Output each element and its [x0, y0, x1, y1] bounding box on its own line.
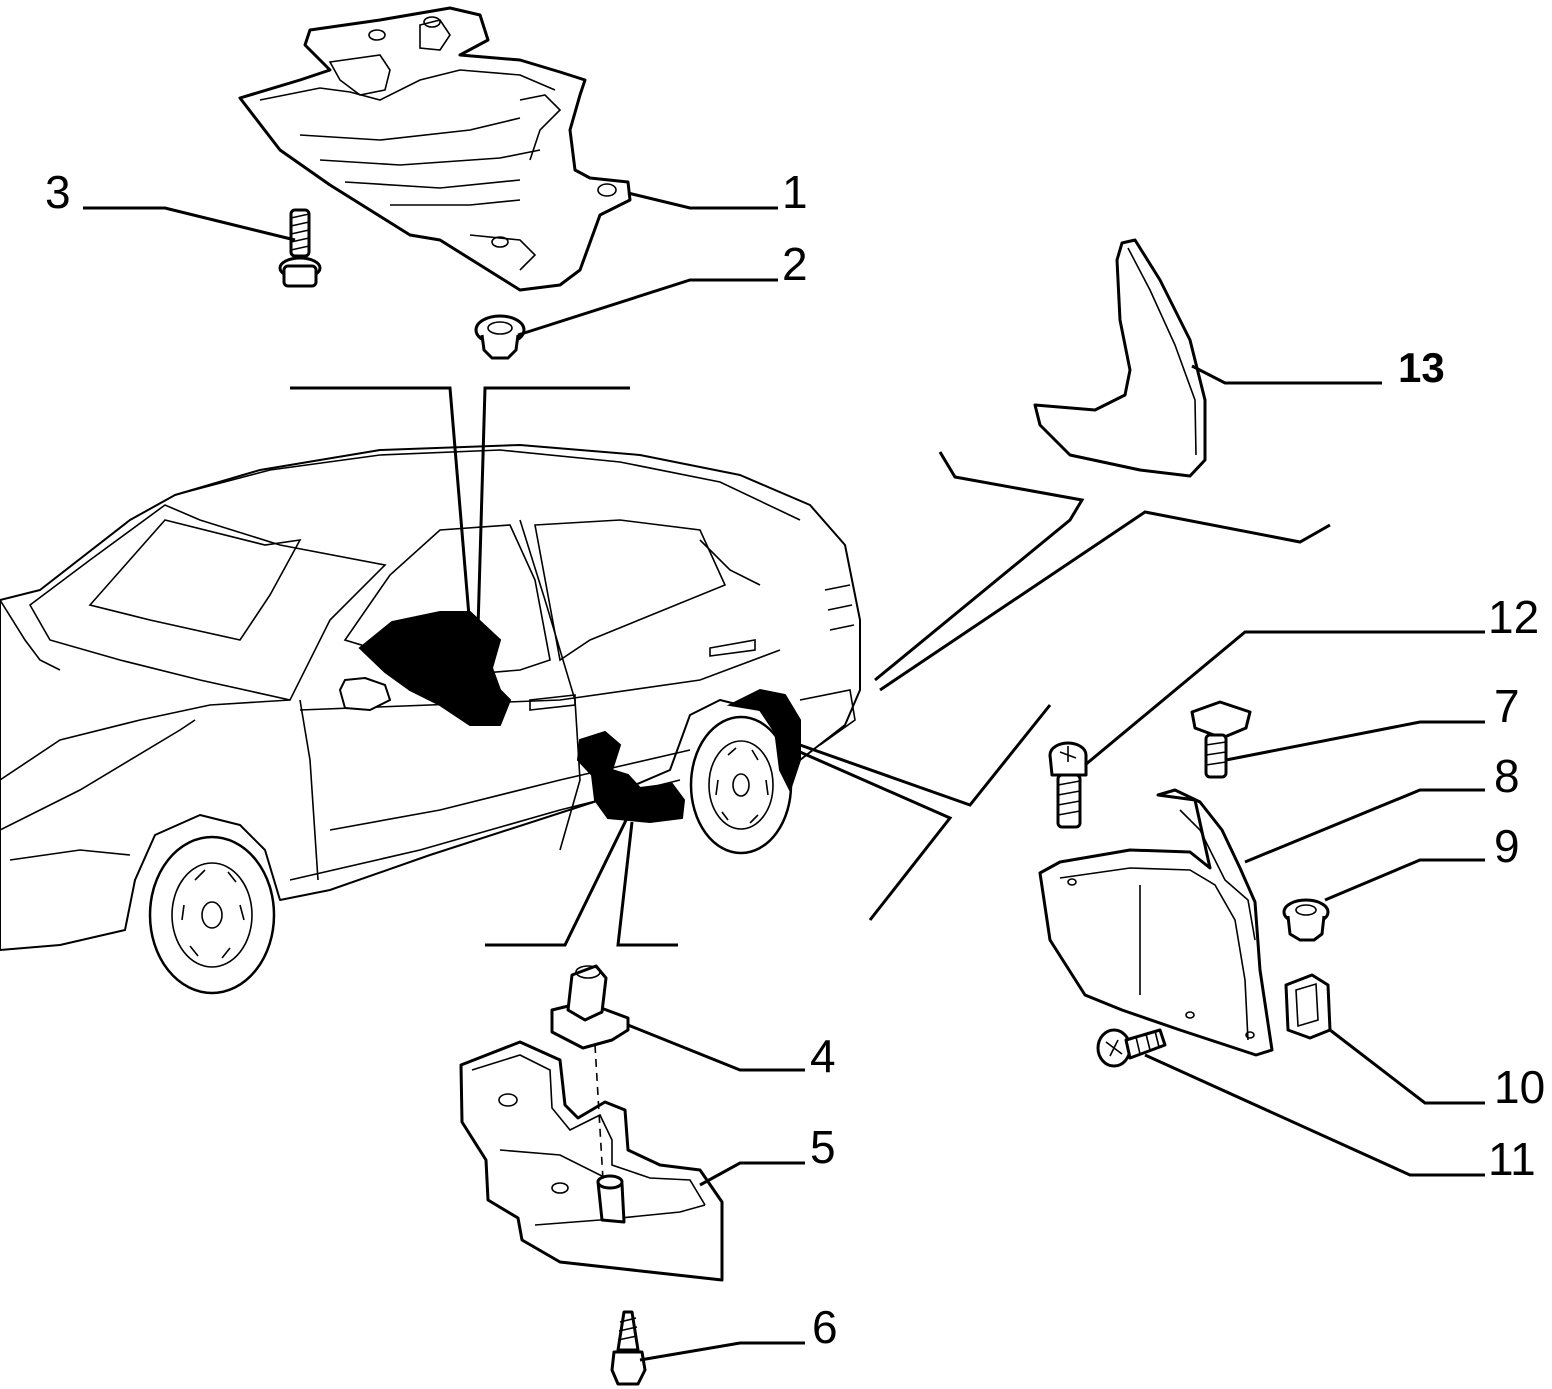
part-5-lower-shield	[459, 1040, 724, 1282]
callout-13: 13	[1398, 344, 1445, 391]
leader-lines	[83, 191, 1485, 1362]
callout-2: 2	[782, 238, 808, 290]
part-3-screw	[278, 208, 322, 288]
part-11-screw	[1096, 1028, 1167, 1068]
callout-10: 10	[1494, 1061, 1545, 1113]
callout-12: 12	[1488, 591, 1539, 643]
part-9-nut	[1282, 898, 1330, 942]
part-1-engine-splash-shield	[238, 6, 632, 292]
callout-1: 1	[782, 166, 808, 218]
callout-8: 8	[1494, 750, 1520, 802]
part-10-speed-clip	[1284, 973, 1332, 1040]
callout-9: 9	[1494, 820, 1520, 872]
callout-6: 6	[812, 1301, 838, 1353]
callout-3: 3	[45, 166, 71, 218]
part-4-clip	[550, 964, 630, 1050]
part-7-clip	[1190, 700, 1252, 779]
part-6-screw	[610, 1310, 647, 1386]
car-part-1-location	[358, 611, 512, 726]
callout-5: 5	[810, 1121, 836, 1173]
car-illustration	[0, 444, 861, 995]
callout-4: 4	[810, 1030, 836, 1082]
part-13-mud-flap	[1033, 238, 1207, 478]
part-8-wheel-arch-liner	[1038, 788, 1274, 1057]
part-12-screw	[1048, 741, 1088, 829]
car-part-5-location	[576, 730, 686, 824]
callout-11: 11	[1488, 1133, 1536, 1185]
callout-7: 7	[1494, 680, 1520, 732]
part-2-nut	[474, 314, 526, 360]
callout-labels: 1 2 3 4 5 6 7 8 9 10 11 12 13	[45, 166, 1545, 1353]
